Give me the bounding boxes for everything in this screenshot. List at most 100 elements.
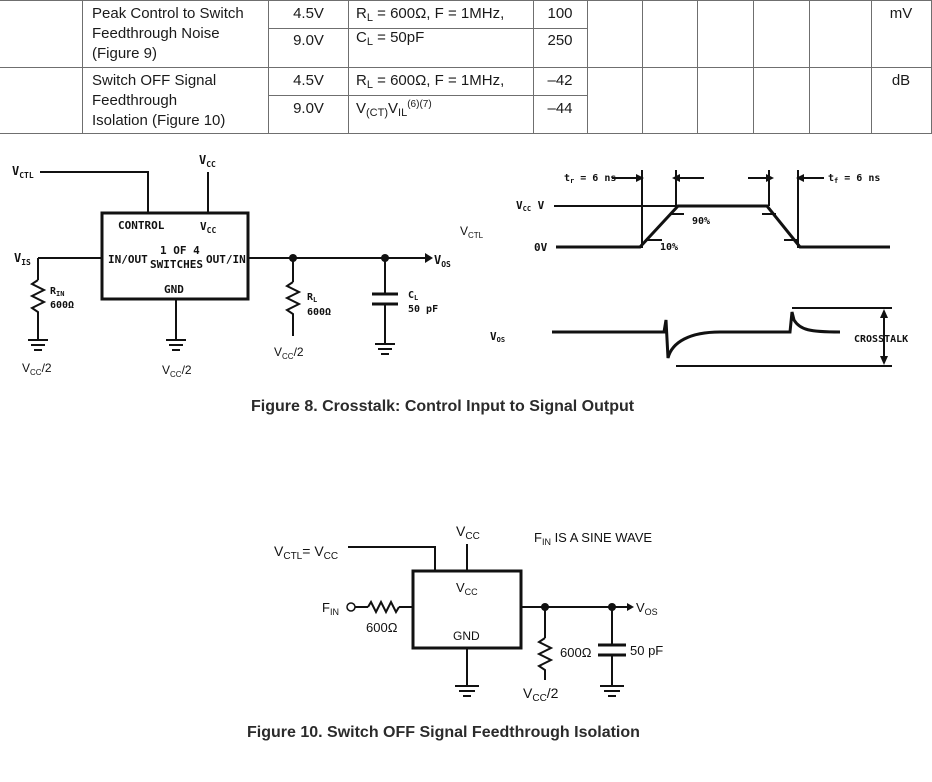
vcc-half-left-label: VCC/2: [22, 361, 52, 377]
rload-resistor: [536, 637, 554, 680]
table-border: [0, 133, 932, 134]
ground-symbol: [600, 685, 624, 697]
rl-label: RL: [307, 292, 317, 304]
tr-arrowhead: [636, 174, 644, 182]
cond-text: = 50pF: [372, 29, 425, 46]
table-cell-supply: 9.0V: [293, 32, 324, 49]
cl-label: CL: [408, 290, 418, 302]
vctl-wire: [348, 546, 436, 571]
figure-10: VCTL= VCC VCC FIN IS A SINE WAVE VCC GND…: [0, 500, 932, 782]
table-col-divider: [697, 0, 698, 134]
parameter-line: Feedthrough: [92, 92, 178, 109]
table-col-divider: [268, 0, 269, 134]
table-row-divider: [0, 67, 932, 68]
parameter-line: Feedthrough Noise: [92, 25, 220, 42]
table-subrow-divider: [269, 95, 533, 96]
table-cell-supply: 4.5V: [293, 72, 324, 89]
rin-resistor: [29, 279, 47, 334]
parameter-line: Peak Control to Switch: [92, 5, 244, 22]
vos-label: VOS: [636, 600, 658, 617]
ground-symbol: [455, 685, 479, 697]
c-load-label: 50 pF: [630, 643, 663, 658]
table-subrow-divider: [533, 28, 587, 29]
vos-waveform: [552, 311, 841, 359]
figure-8-drawing: VCTL VCC CONTROL VCC IN/OUT 1 OF 4 SWITC…: [12, 153, 908, 379]
vcc-half-label: VCC/2: [523, 685, 559, 704]
crosstalk-arrowhead: [880, 309, 888, 318]
vcc-half-mid-label: VCC/2: [162, 363, 192, 379]
table-border: [0, 0, 932, 1]
parameter-line: (Figure 9): [92, 45, 158, 62]
one-of-four-label: 1 OF 4: [160, 244, 200, 257]
figure-8: VCTL VCC CONTROL VCC IN/OUT 1 OF 4 SWITC…: [0, 134, 932, 424]
rin-label: RIN: [50, 286, 64, 298]
gnd-label: GND: [164, 283, 184, 296]
output-arrow: [425, 253, 433, 263]
vcc-top-label: VCC: [456, 523, 480, 542]
vcc-inner-label: VCC: [200, 220, 216, 235]
rin-value: 600Ω: [50, 300, 74, 311]
input-resistor: [367, 599, 400, 615]
ground-symbol: [28, 334, 48, 351]
condition-line: CL = 50pF: [356, 28, 532, 52]
vos-label: VOS: [434, 253, 451, 269]
table-cell-supply: 9.0V: [293, 100, 324, 117]
vctl-label: VCTL: [12, 164, 34, 180]
ground-symbol: [375, 343, 395, 355]
vctl-waveform: [556, 204, 890, 249]
vctl-eq-label: VCTL= VCC: [274, 543, 338, 562]
r-load-label: 600Ω: [560, 645, 592, 660]
cond-subscript: L: [366, 79, 373, 91]
switches-label: SWITCHES: [150, 258, 203, 271]
vcc-top-label: VCC: [199, 153, 216, 169]
vis-label: VIS: [14, 251, 31, 267]
cond-symbol: C: [356, 29, 367, 46]
fin-label: FIN: [322, 600, 339, 617]
table-cell-unit: mV: [889, 5, 913, 22]
cond-superscript: (6)(7): [407, 99, 432, 110]
cond-text: = 600Ω, F = 1MHz,: [372, 5, 505, 22]
figure-8-caption: Figure 8. Crosstalk: Control Input to Si…: [251, 398, 635, 415]
cl-value: 50 pF: [408, 304, 438, 315]
table-cell-unit: dB: [891, 72, 911, 89]
cond-subscript: IL: [398, 107, 408, 119]
figure-10-caption: Figure 10. Switch OFF Signal Feedthrough…: [247, 724, 640, 741]
table-cell-parameter: Peak Control to Switch Feedthrough Noise…: [92, 4, 268, 64]
in-out-label: IN/OUT: [108, 253, 148, 266]
gnd-label: GND: [453, 629, 480, 643]
table-col-divider: [348, 0, 349, 134]
table-subrow-divider: [269, 28, 533, 29]
table-cell-value: 250: [547, 32, 573, 49]
cond-symbol: R: [356, 5, 367, 22]
vctl-wave-label: VCTL: [460, 224, 484, 240]
tr-label: tr = 6 ns: [564, 173, 616, 185]
table-col-divider: [533, 0, 534, 134]
parameter-line: Isolation (Figure 10): [92, 112, 226, 129]
vcc-v-label: VCC V: [516, 199, 545, 213]
fin-note: FIN IS A SINE WAVE: [534, 530, 652, 547]
vos-wave-label: VOS: [490, 330, 505, 344]
parameter-line: Switch OFF Signal: [92, 72, 217, 89]
table-col-divider: [871, 0, 872, 134]
cond-symbol: R: [356, 72, 367, 89]
output-arrow: [627, 603, 634, 611]
cond-symbol: V: [356, 100, 367, 117]
table-col-divider: [587, 0, 588, 134]
table-col-divider: [753, 0, 754, 134]
r-in-label: 600Ω: [366, 620, 398, 635]
rl-resistor: [284, 281, 302, 336]
table-col-divider: [642, 0, 643, 134]
fin-terminal: [346, 602, 356, 612]
table-cell-supply: 4.5V: [293, 5, 324, 22]
cond-subscript: L: [366, 12, 373, 24]
out-in-label: OUT/IN: [206, 253, 246, 266]
vcc-inner-label: VCC: [456, 580, 478, 597]
table-col-divider: [809, 0, 810, 134]
table-cell-value: –42: [547, 72, 573, 89]
table-cell-value: 100: [547, 5, 573, 22]
cond-symbol: V: [388, 100, 399, 117]
pct90-label: 90%: [692, 216, 710, 227]
condition-line: V(CT)VIL(6)(7): [356, 95, 532, 123]
crosstalk-arrowhead: [880, 356, 888, 365]
